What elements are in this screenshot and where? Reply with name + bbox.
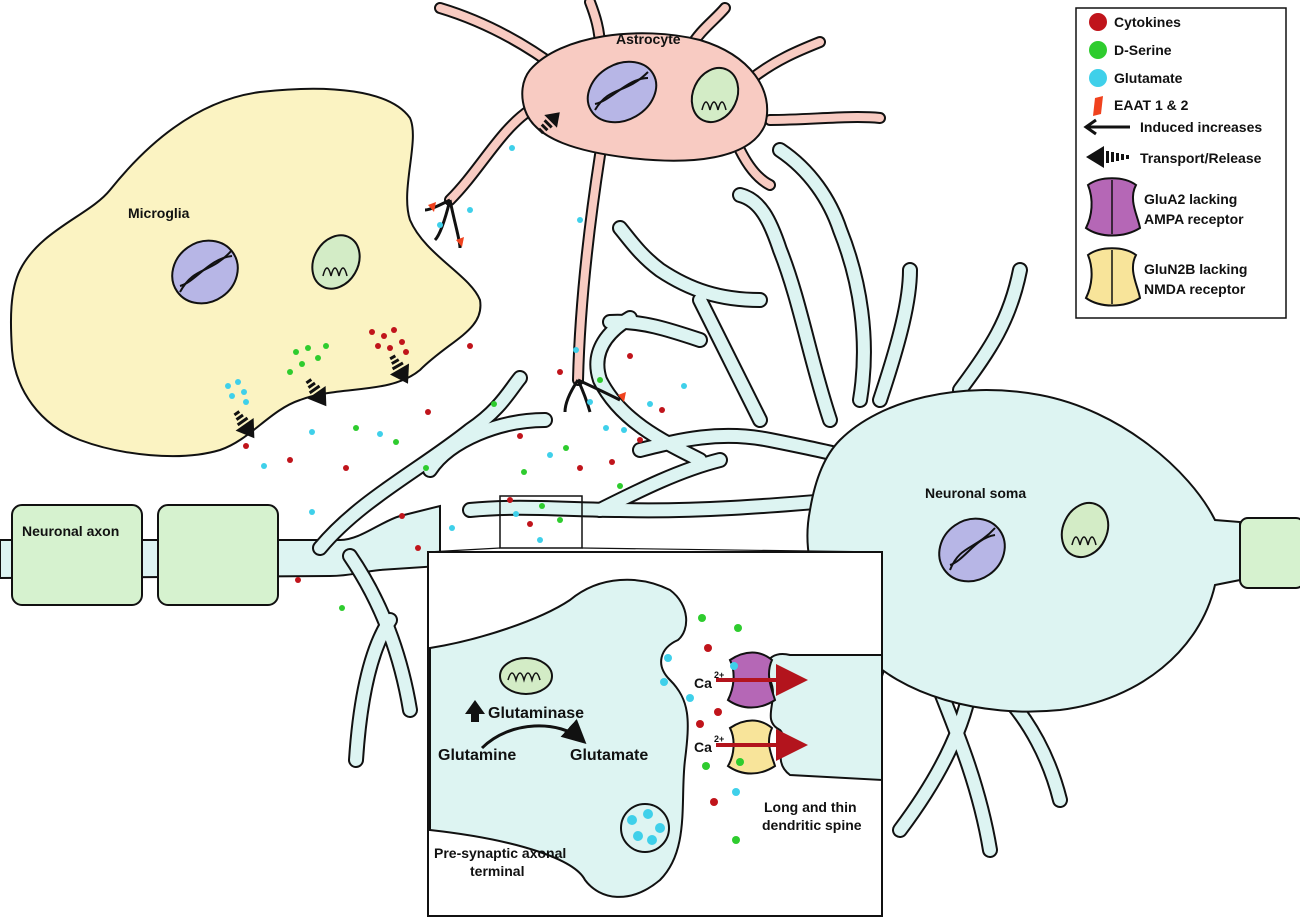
legend-nmda-line1: GluN2B lacking (1144, 261, 1247, 277)
presynaptic-label-line1: Pre-synaptic axonal (434, 845, 566, 861)
axon-label: Neuronal axon (22, 523, 119, 539)
vesicle-glutamate (627, 809, 665, 845)
legend-glutamate-swatch (1089, 69, 1107, 87)
presynaptic-label-line2: terminal (470, 863, 524, 879)
myelin-segment-1 (11, 504, 143, 606)
eaat-markers (428, 202, 626, 402)
legend-eaat-swatch (1093, 96, 1103, 116)
astrocyte-transport-arrow (537, 112, 560, 135)
legend-dserine-swatch (1089, 41, 1107, 59)
synapse-inset (427, 495, 883, 917)
legend: Cytokines D-Serine Glutamate EAAT 1 & 2 … (1075, 7, 1287, 319)
microglia (9, 87, 482, 458)
microglia-nucleus-icon (171, 239, 239, 305)
microglia-release-arrows (233, 354, 410, 439)
astrocyte-mitochondrion-icon (690, 66, 740, 124)
legend-nmda-icon (1084, 247, 1142, 307)
spine-label-line2: dendritic spine (762, 817, 862, 833)
scattered-molecules (225, 145, 687, 611)
legend-transport: Transport/Release (1140, 150, 1262, 166)
glutamine-to-glutamate-arrow (480, 719, 587, 750)
dendritic-spine (765, 653, 883, 782)
microglia-body (9, 87, 482, 458)
legend-cytokines-swatch (1089, 13, 1107, 31)
astrocyte-nucleus-icon (586, 60, 658, 124)
legend-induced: Induced increases (1140, 119, 1262, 135)
cleft-particles (660, 614, 744, 844)
ca-charge-ampa: 2+ (714, 670, 724, 680)
spine-label-line1: Long and thin (764, 799, 857, 815)
glutamate-label: Glutamate (570, 747, 648, 764)
myelin-segment-right (1239, 517, 1300, 589)
legend-induced-arrow-icon (1083, 118, 1130, 136)
astrocyte (424, 0, 886, 413)
ca-charge-nmda: 2+ (714, 734, 724, 744)
legend-ampa-line2: AMPA receptor (1144, 211, 1244, 227)
legend-cytokines: Cytokines (1114, 14, 1181, 30)
microglia-mitochondrion-icon (311, 234, 361, 290)
legend-ampa-line1: GluA2 lacking (1144, 191, 1237, 207)
ca-label-ampa: Ca (694, 675, 712, 691)
legend-nmda-line2: NMDA receptor (1144, 281, 1246, 297)
myelin-segment-2 (157, 504, 279, 606)
legend-transport-arrow-icon (1086, 146, 1129, 168)
legend-glutamate: Glutamate (1114, 70, 1183, 86)
soma-label: Neuronal soma (925, 485, 1026, 501)
soma-mitochondrion-icon (1060, 501, 1110, 559)
legend-eaat: EAAT 1 & 2 (1114, 97, 1189, 113)
astrocyte-label: Astrocyte (616, 31, 681, 47)
inset-source-box (499, 495, 583, 549)
legend-dserine: D-Serine (1114, 42, 1172, 58)
legend-ampa-icon (1084, 177, 1142, 237)
ca-label-nmda: Ca (694, 739, 712, 755)
glutaminase-up-arrow (465, 700, 485, 722)
microglia-label: Microglia (128, 205, 190, 221)
glutamine-label: Glutamine (438, 747, 516, 764)
glutaminase-label: Glutaminase (488, 705, 584, 722)
